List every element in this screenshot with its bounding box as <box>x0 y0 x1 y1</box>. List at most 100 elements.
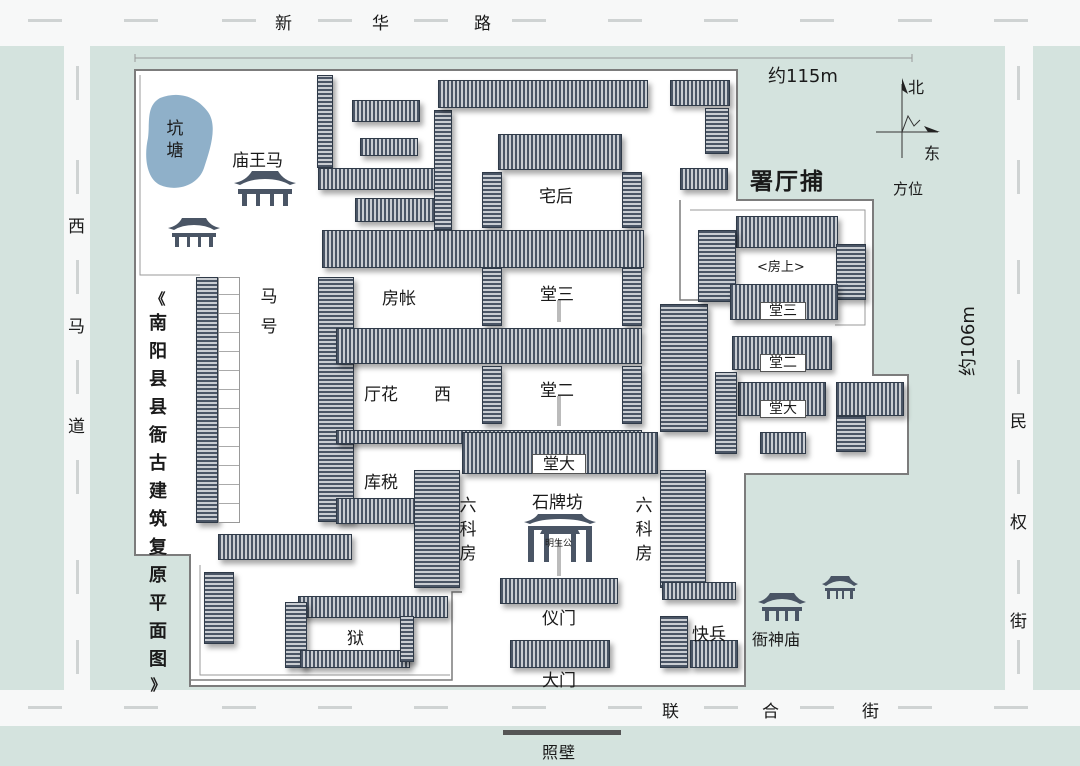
building-prison-right <box>400 616 414 662</box>
pavilion-icon <box>822 576 858 599</box>
pond <box>146 94 213 188</box>
central-axis-3 <box>557 540 561 576</box>
label-main-hall: 堂大 <box>532 454 586 474</box>
building-second-hall <box>336 328 642 364</box>
ground-right <box>1033 46 1080 690</box>
label-ceremonial-gate: 仪门 <box>542 609 576 629</box>
label-third-hall: 堂三 <box>540 285 574 305</box>
building-west-long <box>196 277 218 523</box>
compass-north: 北 <box>908 78 925 97</box>
central-axis <box>557 300 561 322</box>
label-second-hall: 堂二 <box>540 381 574 401</box>
road-label-left-2: 马 <box>68 317 86 337</box>
building-third-hall-l <box>482 268 502 326</box>
label-horse-stable: 马号 <box>260 287 278 337</box>
building-n5 <box>434 110 452 230</box>
label-archway-plaque: 明生公 <box>545 539 573 549</box>
building-east-long <box>660 304 708 432</box>
road-top <box>0 0 1080 46</box>
building-top-right-v <box>705 108 729 154</box>
label-prison: 狱 <box>347 629 364 649</box>
ground-left <box>0 46 64 690</box>
label-accounts-room: 房帐 <box>382 289 416 309</box>
stable-stalls <box>218 277 240 523</box>
label-flower-hall: 厅花 <box>364 385 398 405</box>
building-guards-left <box>660 616 688 668</box>
label-six-depts-east: 六 科 房 <box>635 496 653 564</box>
building-ceremonial-gate-right <box>662 582 736 600</box>
building-n4 <box>355 198 443 222</box>
label-horse-king-temple: 庙王马 <box>232 151 283 171</box>
building-six-depts-west <box>414 470 460 588</box>
road-label-right-1: 民 <box>1010 412 1028 432</box>
central-axis-2 <box>557 396 561 426</box>
building-six-depts-east <box>660 470 706 588</box>
label-guards: 快兵 <box>692 625 726 645</box>
building-third-hall-r <box>622 268 642 326</box>
building-third-hall <box>322 230 644 268</box>
map-title: 《 南 阳 县 县 衙 古 建 筑 复 原 平 面 图 》 <box>149 290 167 694</box>
pavilion-icon <box>234 171 296 206</box>
label-rear-residence: 宅后 <box>539 187 573 207</box>
road-label-bottom-1: 联 <box>662 702 680 722</box>
building-guards <box>690 640 738 668</box>
archway-icon <box>524 514 596 562</box>
building-police-small <box>760 432 806 454</box>
label-west: 西 <box>434 385 451 405</box>
building-police-upper-r <box>836 244 866 300</box>
building-police-upper <box>736 216 838 248</box>
label-main-gate: 大门 <box>542 671 576 691</box>
compass-label: 方位 <box>893 180 924 198</box>
label-police-second-hall: 堂二 <box>760 354 806 372</box>
pavilion-icon <box>758 593 806 621</box>
road-label-bottom-3: 街 <box>862 702 880 722</box>
building-rear-residence-right <box>622 172 642 228</box>
building-main-gate <box>510 640 610 668</box>
compass-arrow-icon <box>876 78 940 158</box>
building-prison-top <box>298 596 448 618</box>
road-label-top-1: 新 <box>275 14 293 34</box>
building-police-left <box>715 372 737 454</box>
road-label-left-3: 道 <box>68 417 86 437</box>
building-n2 <box>360 138 418 156</box>
label-yamen-god-temple: 衙神庙 <box>752 630 801 649</box>
label-tax-storehouse: 库税 <box>364 473 398 493</box>
dimension-height: 约106m <box>958 306 979 376</box>
building-south-west-small <box>204 572 234 644</box>
building-ne-small <box>680 168 728 190</box>
building-police-east <box>836 382 904 416</box>
building-rear-residence-top <box>498 134 622 170</box>
building-n1 <box>352 100 420 122</box>
building-prison-bottom <box>300 650 410 668</box>
road-label-right-2: 权 <box>1010 513 1028 533</box>
building-top-row <box>438 80 648 108</box>
pavilion-icon <box>168 218 220 247</box>
building-south-west-row <box>218 534 352 560</box>
building-rear-residence-left <box>482 172 502 228</box>
building-second-hall-l <box>482 366 502 424</box>
building-top-right <box>670 80 730 106</box>
road-label-bottom-2: 合 <box>762 702 780 722</box>
building-ceremonial-gate <box>500 578 618 604</box>
road-label-right-3: 街 <box>1010 612 1028 632</box>
screen-wall <box>503 730 621 735</box>
road-label-left-1: 西 <box>68 217 86 237</box>
building-second-hall-r <box>622 366 642 424</box>
building-n3 <box>318 168 442 190</box>
label-police-third-hall: 堂三 <box>760 302 806 320</box>
label-police-main-hall: 堂大 <box>760 400 806 418</box>
pond-label: 坑塘 <box>166 119 184 161</box>
label-upper-room: <房上> <box>757 260 805 275</box>
dimension-width: 约115m <box>768 66 838 87</box>
building-police-upper-l <box>698 230 736 302</box>
building-west-column <box>318 277 354 522</box>
road-label-top-2: 华 <box>372 14 390 34</box>
building-horse-temple-side <box>317 75 333 168</box>
label-six-depts-west: 六 科 房 <box>459 496 477 564</box>
label-stone-archway: 石牌坊 <box>532 493 583 513</box>
compass-east: 东 <box>924 144 941 163</box>
screen-wall-label: 照壁 <box>542 743 577 762</box>
road-label-top-3: 路 <box>474 14 492 34</box>
building-police-east-v <box>836 416 866 452</box>
